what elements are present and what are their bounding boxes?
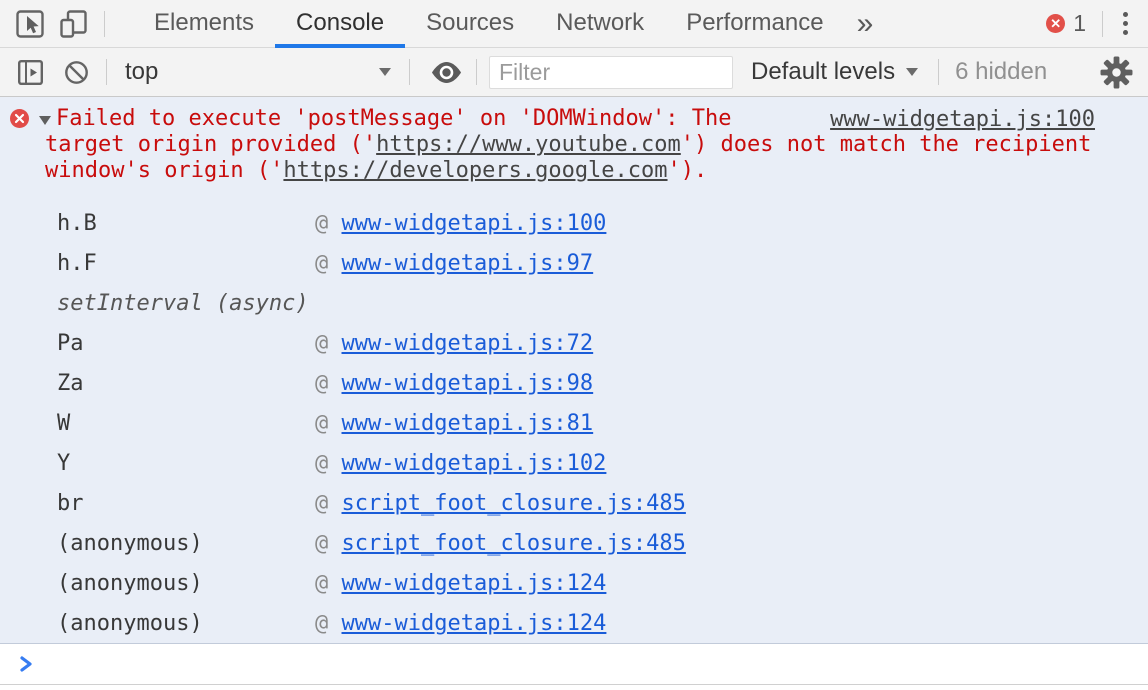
console-messages-area: www-widgetapi.js:100 Failed to execute '… (0, 97, 1148, 689)
more-tabs-icon[interactable]: » (856, 6, 874, 40)
stack-frame-row: Y @ www-widgetapi.js:102 (0, 443, 1148, 483)
stack-frame-row: (anonymous) @ www-widgetapi.js:124 (0, 563, 1148, 603)
stack-frame-function-name: W (57, 410, 71, 436)
stack-frame-function-name: h.F (57, 250, 97, 276)
hidden-messages-count: 6 hidden (955, 58, 1048, 85)
at-symbol: @ (315, 610, 342, 636)
filter-input[interactable] (489, 55, 733, 89)
stack-frame-source-link[interactable]: www-widgetapi.js:98 (341, 370, 594, 396)
stack-frame-async-label: setInterval (async) (57, 290, 309, 316)
error-message-line: target origin provided ('https://www.you… (45, 132, 1148, 158)
stack-frame-function-name: (anonymous) (57, 570, 203, 596)
panel-tabs: Elements Console Sources Network Perform… (133, 0, 845, 48)
toolbar-divider (104, 10, 105, 37)
stack-frame-source-link[interactable]: script_foot_closure.js:485 (341, 530, 686, 556)
error-count-badge[interactable]: ✕ 1 (1046, 10, 1086, 37)
toolbar-divider (1102, 10, 1103, 37)
inspect-element-icon[interactable] (12, 6, 48, 42)
chevron-down-icon (906, 68, 919, 76)
stack-frame-row: (anonymous) @ www-widgetapi.js:124 (0, 603, 1148, 643)
gear-icon[interactable] (1098, 54, 1134, 90)
stack-frame-row: h.F @ www-widgetapi.js:97 (0, 243, 1148, 283)
toolbar-divider (938, 59, 940, 85)
error-message-line: window's origin ('https://developers.goo… (45, 158, 1148, 184)
at-symbol: @ (315, 250, 342, 276)
stack-frame-source-link[interactable]: www-widgetapi.js:124 (341, 570, 607, 596)
tab-performance[interactable]: Performance (686, 8, 824, 36)
tab-console[interactable]: Console (275, 0, 405, 48)
tab-sources[interactable]: Sources (426, 8, 515, 36)
error-count-label: 1 (1073, 10, 1086, 36)
error-message-line: Failed to execute 'postMessage' on 'DOMW… (45, 106, 1148, 132)
context-selector-label: top (125, 58, 159, 85)
at-symbol: @ (315, 530, 342, 556)
error-x-circle-icon (10, 109, 29, 134)
devtools-tab-bar: Elements Console Sources Network Perform… (0, 0, 1148, 48)
toolbar-divider (476, 59, 477, 85)
stack-frame-function-name: br (57, 490, 84, 516)
stack-frame-function-name: Pa (57, 330, 84, 356)
tab-elements[interactable]: Elements (154, 8, 255, 36)
clear-console-icon[interactable] (58, 54, 94, 90)
at-symbol: @ (315, 330, 342, 356)
stack-frame-row: Za @ www-widgetapi.js:98 (0, 363, 1148, 403)
toolbar-divider (409, 59, 410, 85)
tab-network[interactable]: Network (556, 8, 645, 36)
error-url-link[interactable]: https://www.youtube.com (376, 132, 681, 157)
stack-frame-function-name: Za (57, 370, 84, 396)
stack-frame-source-link[interactable]: www-widgetapi.js:72 (341, 330, 594, 356)
stack-frame-row: setInterval (async) (0, 283, 1148, 323)
stack-frame-row: W @ www-widgetapi.js:81 (0, 403, 1148, 443)
stack-frame-row: Pa @ www-widgetapi.js:72 (0, 323, 1148, 363)
log-levels-label: Default levels (751, 58, 896, 85)
log-levels-selector[interactable]: Default levels (751, 58, 919, 86)
stack-frame-source-link[interactable]: www-widgetapi.js:102 (341, 450, 607, 476)
stack-frame-function-name: (anonymous) (57, 610, 203, 636)
stack-frame-source-link[interactable]: www-widgetapi.js:81 (341, 410, 594, 436)
at-symbol: @ (315, 490, 342, 516)
javascript-context-selector[interactable]: top (119, 58, 397, 86)
toolbar-divider (106, 59, 107, 85)
at-symbol: @ (315, 570, 342, 596)
console-error-message: www-widgetapi.js:100 Failed to execute '… (0, 97, 1148, 644)
stack-frame-row: br @ script_foot_closure.js:485 (0, 483, 1148, 523)
console-toolbar: top Default levels 6 hidden (0, 48, 1148, 97)
error-message-text: Failed to execute 'postMessage' on 'DOMW… (45, 106, 1148, 184)
tabbar-right-group: ✕ 1 (1046, 8, 1134, 39)
error-x-circle-icon: ✕ (1046, 14, 1066, 33)
device-toolbar-icon[interactable] (56, 6, 92, 42)
show-console-sidebar-icon[interactable] (12, 54, 48, 90)
error-text-segment: Failed to execute 'postMessage' on 'DOMW… (56, 106, 732, 131)
message-source-link[interactable]: www-widgetapi.js:100 (830, 107, 1095, 132)
stack-frame-source-link[interactable]: www-widgetapi.js:100 (341, 210, 607, 236)
error-text-segment: window's origin (' (45, 158, 284, 183)
prompt-chevron-icon (20, 656, 32, 672)
at-symbol: @ (315, 210, 342, 236)
stack-frame-source-link[interactable]: script_foot_closure.js:485 (341, 490, 686, 516)
at-symbol: @ (315, 450, 342, 476)
stack-trace: h.B @ www-widgetapi.js:100 h.F @ www-widget… (0, 203, 1148, 643)
error-text-segment: '). (667, 158, 708, 183)
console-prompt[interactable] (0, 644, 1148, 685)
error-text-segment: ') does not match the recipient (680, 132, 1092, 157)
stack-frame-source-link[interactable]: www-widgetapi.js:97 (341, 250, 594, 276)
error-url-link[interactable]: https://developers.google.com (283, 158, 668, 183)
at-symbol: @ (315, 370, 342, 396)
at-symbol: @ (315, 410, 342, 436)
stack-frame-source-link[interactable]: www-widgetapi.js:124 (341, 610, 607, 636)
stack-frame-row: h.B @ www-widgetapi.js:100 (0, 203, 1148, 243)
error-text-segment: target origin provided (' (45, 132, 377, 157)
stack-trace-collapse-triangle-icon[interactable] (39, 116, 51, 125)
live-expression-eye-icon[interactable] (428, 54, 464, 90)
stack-frame-function-name: (anonymous) (57, 530, 203, 556)
stack-frame-function-name: h.B (57, 210, 97, 236)
chevron-down-icon (379, 68, 391, 76)
kebab-menu-icon[interactable] (1117, 8, 1134, 39)
stack-frame-row: (anonymous) @ script_foot_closure.js:485 (0, 523, 1148, 563)
stack-frame-function-name: Y (57, 450, 71, 476)
